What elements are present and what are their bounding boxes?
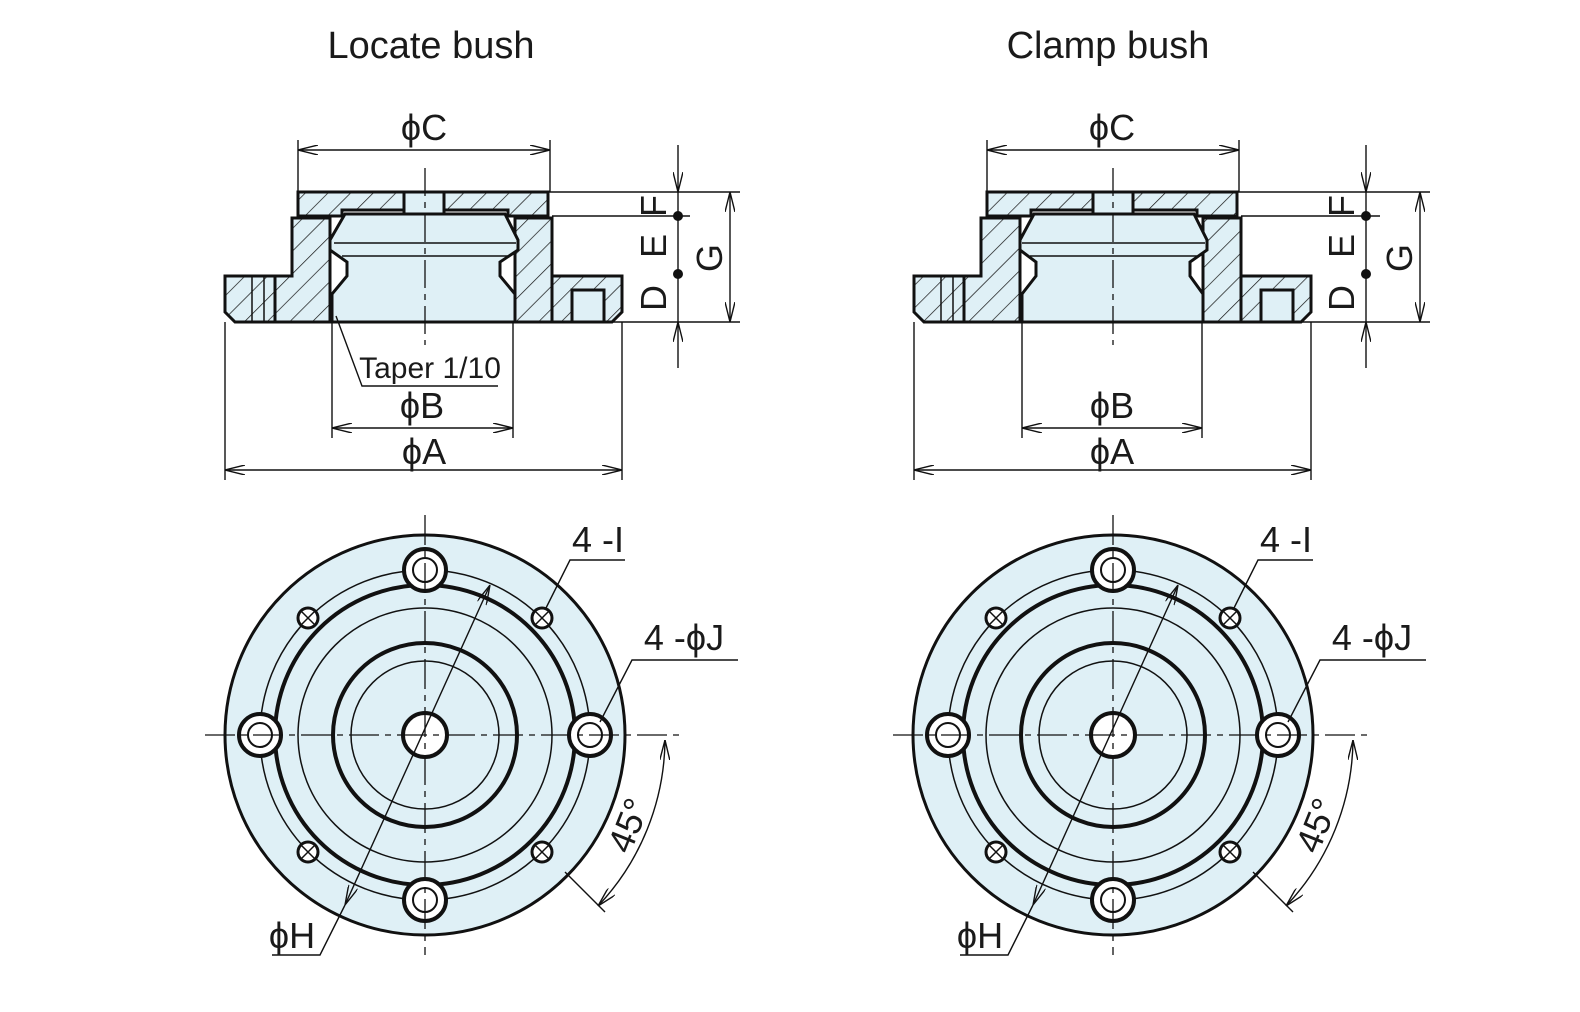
locate-counterbore: [570, 288, 606, 324]
clamp-dim-b: ϕB: [1090, 385, 1134, 426]
clamp-dim-g: G: [1379, 244, 1420, 272]
locate-inner-plug: [328, 212, 520, 324]
locate-dim-a: ϕA: [402, 431, 446, 472]
clamp-holes-i: 4 -I: [1260, 519, 1312, 560]
clamp-dim-f: F: [1321, 195, 1362, 217]
locate-dim-g: G: [689, 244, 730, 272]
clamp-bush-plan-view: ϕH 4 -I 4 -ϕJ 45°: [893, 515, 1426, 956]
clamp-bush-drawing: Clamp bush ϕC ϕA: [893, 25, 1430, 956]
locate-dim-b: ϕB: [400, 385, 444, 426]
locate-bush-plan-view: ϕH 4 -I 4 -ϕJ 45°: [205, 515, 738, 956]
locate-dim-f: F: [633, 195, 674, 217]
locate-dimensions: ϕC ϕA ϕB Taper 1/10 D E F G: [224, 107, 740, 480]
locate-body-right: [513, 216, 554, 324]
locate-center-slot: [402, 190, 446, 216]
clamp-holes-j: 4 -ϕJ: [1332, 617, 1412, 658]
locate-bush-drawing: Locate bush: [205, 25, 740, 956]
locate-dim-d: D: [633, 285, 674, 311]
clamp-dim-h: ϕH: [957, 915, 1003, 956]
clamp-dimensions: ϕC ϕA ϕB D E F G: [913, 107, 1430, 480]
clamp-dim-e: E: [1321, 234, 1362, 258]
locate-dim-c: ϕC: [401, 107, 447, 148]
locate-taper-note: Taper 1/10: [359, 352, 501, 385]
locate-threaded-holes: [296, 606, 554, 864]
clamp-dim-d: D: [1321, 285, 1362, 311]
locate-flange-left: [223, 274, 277, 324]
locate-dim-h: ϕH: [269, 915, 315, 956]
locate-body-left: [273, 216, 332, 324]
locate-holes-j: 4 -ϕJ: [644, 617, 724, 658]
locate-holes-i: 4 -I: [572, 519, 624, 560]
clamp-bush-section-view: [912, 168, 1313, 345]
locate-bush-section-view: [223, 168, 624, 345]
clamp-bush-title: Clamp bush: [1007, 25, 1210, 67]
locate-bush-title: Locate bush: [327, 25, 534, 67]
clamp-dim-a: ϕA: [1090, 431, 1134, 472]
clamp-threaded-holes: [984, 606, 1242, 864]
locate-dim-e: E: [633, 234, 674, 258]
clamp-dim-c: ϕC: [1089, 107, 1135, 148]
